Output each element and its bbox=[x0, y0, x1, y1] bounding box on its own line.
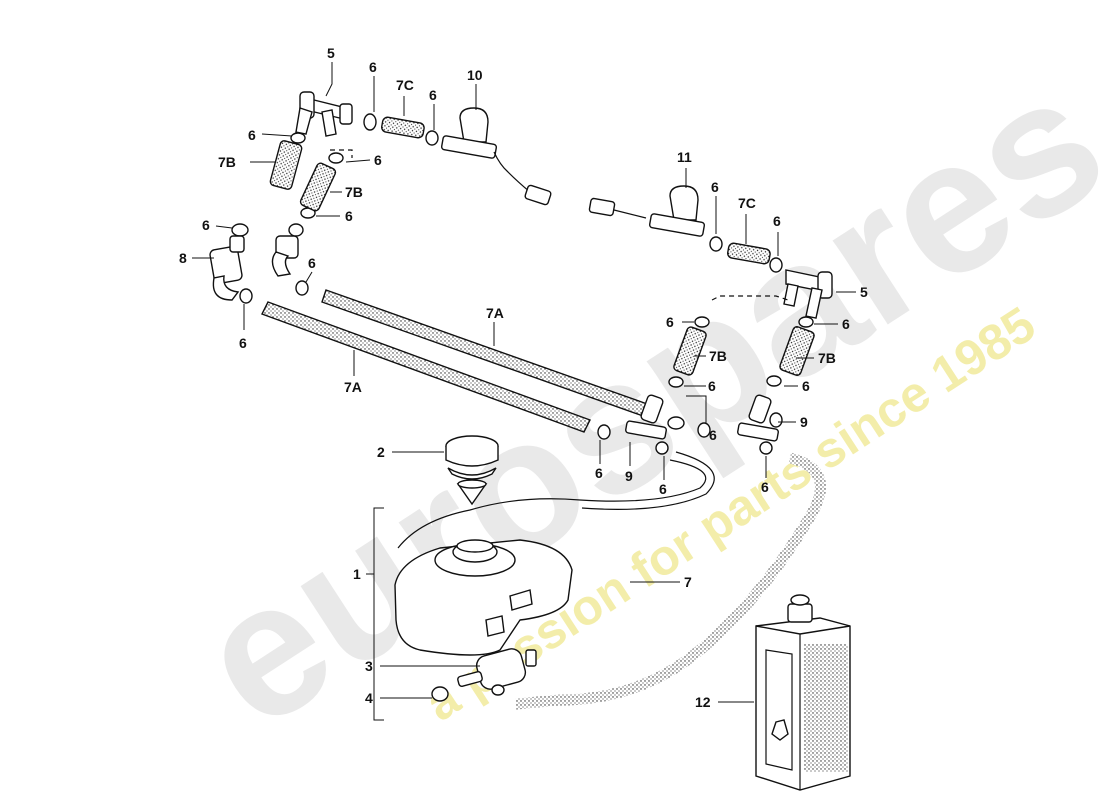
callout-6: 6 bbox=[345, 208, 353, 224]
callout-7a: 7A bbox=[344, 379, 362, 395]
callout-6: 6 bbox=[595, 465, 603, 481]
callout-2: 2 bbox=[377, 444, 385, 460]
right-nozzle-assembly bbox=[588, 185, 833, 388]
callout-5-right: 5 bbox=[860, 284, 868, 300]
callout-7b: 7B bbox=[345, 184, 363, 200]
callout-6: 6 bbox=[202, 217, 210, 233]
callout-9: 9 bbox=[625, 468, 633, 484]
callout-6: 6 bbox=[308, 255, 316, 271]
callout-6: 6 bbox=[666, 314, 674, 330]
callout-6: 6 bbox=[659, 481, 667, 497]
callout-6: 6 bbox=[369, 59, 377, 75]
callout-6: 6 bbox=[374, 152, 382, 168]
callout-6: 6 bbox=[773, 213, 781, 229]
hose-7 bbox=[397, 451, 826, 710]
leader-lines bbox=[192, 62, 856, 721]
callout-7b: 7B bbox=[218, 154, 236, 170]
callout-7c-right: 7C bbox=[738, 195, 756, 211]
callout-1: 1 bbox=[353, 566, 361, 582]
callout-6: 6 bbox=[708, 378, 716, 394]
callout-6: 6 bbox=[248, 127, 256, 143]
callout-3: 3 bbox=[365, 658, 373, 674]
callout-7b: 7B bbox=[709, 348, 727, 364]
grommet bbox=[431, 686, 449, 702]
callout-6: 6 bbox=[711, 179, 719, 195]
callout-6: 6 bbox=[842, 316, 850, 332]
callout-8: 8 bbox=[179, 250, 187, 266]
left-nozzle-assembly bbox=[269, 91, 552, 219]
callout-12: 12 bbox=[695, 694, 711, 710]
callout-labels: 5 6 7C 6 10 6 7B 6 7B 6 6 8 6 6 7A 7A 11… bbox=[179, 45, 868, 710]
callout-10: 10 bbox=[467, 67, 483, 83]
check-valves-9 bbox=[597, 394, 783, 455]
check-valve-left bbox=[209, 223, 309, 304]
callout-6: 6 bbox=[802, 378, 810, 394]
callout-7: 7 bbox=[684, 574, 692, 590]
callout-7b: 7B bbox=[818, 350, 836, 366]
filler-cap bbox=[445, 435, 499, 506]
callout-5-left: 5 bbox=[327, 45, 335, 61]
washer-fluid-bottle bbox=[755, 594, 851, 791]
washer-reservoir bbox=[394, 539, 573, 656]
callout-4: 4 bbox=[365, 690, 373, 706]
callout-6: 6 bbox=[761, 479, 769, 495]
callout-6: 6 bbox=[429, 87, 437, 103]
washer-pump bbox=[431, 648, 537, 702]
callout-11: 11 bbox=[677, 149, 692, 165]
callout-7a: 7A bbox=[486, 305, 504, 321]
callout-7c-left: 7C bbox=[396, 77, 414, 93]
callout-6: 6 bbox=[239, 335, 247, 351]
hoses-7a bbox=[261, 289, 651, 433]
callout-9: 9 bbox=[800, 414, 808, 430]
callout-6: 6 bbox=[709, 427, 717, 443]
